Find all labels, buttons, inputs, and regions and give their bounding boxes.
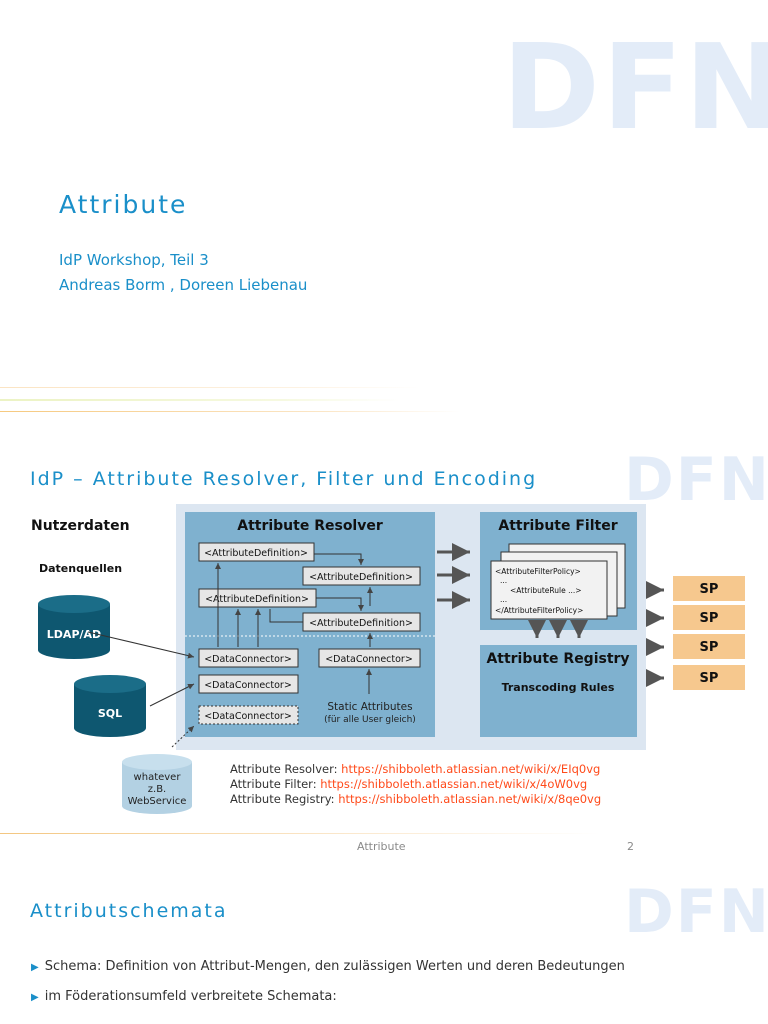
link-label: Attribute Resolver: <box>230 762 342 776</box>
nutzerdaten-label: Nutzerdaten <box>31 518 130 534</box>
sp-box: SP <box>673 634 745 659</box>
static-attributes-label: Static Attributes <box>327 701 412 713</box>
bullet-item: ▶ im Föderationsumfeld verbreitete Schema… <box>31 989 337 1004</box>
svg-text:<AttributeDefinition>: <AttributeDefinition> <box>205 594 309 605</box>
svg-text:...: ... <box>500 595 507 604</box>
svg-text:SP: SP <box>700 671 719 686</box>
authors-line: Andreas Borm , Doreen Liebenau <box>59 276 308 294</box>
data-connector-box: <DataConnector> <box>198 674 299 694</box>
sp-box: SP <box>673 605 745 630</box>
webservice-source-icon: whatever z.B. WebService <box>122 754 192 814</box>
filter-link-line: Attribute Filter: https://shibboleth.atl… <box>230 777 588 791</box>
slide-title: Attributschemata <box>30 900 228 922</box>
attribute-definition-box: <AttributeDefinition> <box>198 588 317 608</box>
svg-text:<DataConnector>: <DataConnector> <box>204 680 292 691</box>
data-connector-box: <DataConnector> <box>318 648 421 668</box>
decorative-line <box>0 399 400 401</box>
filter-doc-link[interactable]: https://shibboleth.atlassian.net/wiki/x/… <box>320 777 588 791</box>
slide-title: IdP – Attribute Resolver, Filter und Enc… <box>30 468 538 490</box>
registry-box <box>480 645 637 737</box>
svg-text:<AttributeDefinition>: <AttributeDefinition> <box>204 548 308 559</box>
svg-text:LDAP/AD: LDAP/AD <box>47 628 101 641</box>
bullet-text: im Föderationsumfeld verbreitete Schemat… <box>44 989 337 1004</box>
svg-text:<AttributeRule ...>: <AttributeRule ...> <box>510 586 582 595</box>
svg-text:<AttributeFilterPolicy>: <AttributeFilterPolicy> <box>495 567 581 576</box>
svg-text:SP: SP <box>700 611 719 626</box>
registry-title: Attribute Registry <box>486 651 629 667</box>
svg-text:SP: SP <box>700 640 719 655</box>
resolver-doc-link[interactable]: https://shibboleth.atlassian.net/wiki/x/… <box>341 762 601 776</box>
attribute-definition-box: <AttributeDefinition> <box>302 612 421 632</box>
link-label: Attribute Filter: <box>230 777 321 791</box>
svg-text:</AttributeFilterPolicy>: </AttributeFilterPolicy> <box>495 606 583 615</box>
filter-policy-document: <AttributeFilterPolicy> ... <AttributeRu… <box>490 560 608 620</box>
svg-text:...: ... <box>500 576 507 585</box>
footer-divider <box>0 833 600 834</box>
svg-text:SQL: SQL <box>98 707 122 720</box>
decorative-line <box>0 411 460 412</box>
svg-text:whatever: whatever <box>134 772 182 783</box>
registry-doc-link[interactable]: https://shibboleth.atlassian.net/wiki/x/… <box>338 792 602 806</box>
architecture-diagram: Attribute Resolver <AttributeDefinition>… <box>31 504 745 814</box>
sp-box: SP <box>673 665 745 690</box>
data-connector-box: <DataConnector> <box>198 648 299 668</box>
title-slide: DFN Attribute IdP Workshop, Teil 3 Andre… <box>0 0 768 420</box>
footer-title: Attribute <box>357 840 406 853</box>
dfn-watermark: DFN <box>624 877 768 947</box>
page-number: 2 <box>627 840 634 853</box>
bullet-item: ▶ Schema: Definition von Attribut-Mengen,… <box>31 959 625 974</box>
svg-text:<DataConnector>: <DataConnector> <box>325 654 413 665</box>
link-label: Attribute Registry: <box>230 792 339 806</box>
svg-text:<AttributeDefinition>: <AttributeDefinition> <box>309 572 413 583</box>
svg-text:z.B.: z.B. <box>148 784 166 795</box>
workshop-subtitle: IdP Workshop, Teil 3 <box>59 251 209 269</box>
page-title: Attribute <box>59 190 188 219</box>
schemata-slide: DFN Attributschemata ▶ Schema: Definition… <box>0 870 768 1024</box>
attribute-definition-box: <AttributeDefinition> <box>198 542 315 562</box>
svg-text:WebService: WebService <box>128 796 187 807</box>
svg-text:<AttributeDefinition>: <AttributeDefinition> <box>309 618 413 629</box>
decorative-line <box>0 387 420 388</box>
static-attributes-note: (für alle User gleich) <box>324 715 416 725</box>
data-connector-box-dashed: <DataConnector> <box>198 705 299 725</box>
filter-title: Attribute Filter <box>498 518 617 534</box>
svg-text:SP: SP <box>700 582 719 597</box>
registry-subtitle: Transcoding Rules <box>502 681 615 694</box>
bullet-arrow-icon: ▶ <box>31 992 39 1003</box>
resolver-slide: DFN IdP – Attribute Resolver, Filter und… <box>0 440 768 860</box>
resolver-title: Attribute Resolver <box>237 518 383 534</box>
resolver-link-line: Attribute Resolver: https://shibboleth.a… <box>230 762 601 776</box>
dfn-watermark: DFN <box>624 445 768 515</box>
svg-text:<DataConnector>: <DataConnector> <box>204 711 292 722</box>
bullet-text: Schema: Definition von Attribut-Mengen, … <box>44 959 625 974</box>
ldap-database-icon: LDAP/AD <box>38 595 110 659</box>
datenquellen-label: Datenquellen <box>39 562 122 575</box>
svg-text:<DataConnector>: <DataConnector> <box>204 654 292 665</box>
sql-database-icon: SQL <box>74 675 146 737</box>
registry-link-line: Attribute Registry: https://shibboleth.a… <box>230 792 602 806</box>
attribute-definition-box: <AttributeDefinition> <box>302 566 421 586</box>
bullet-arrow-icon: ▶ <box>31 962 39 973</box>
sp-box: SP <box>673 576 745 601</box>
dfn-watermark: DFN <box>502 18 768 156</box>
